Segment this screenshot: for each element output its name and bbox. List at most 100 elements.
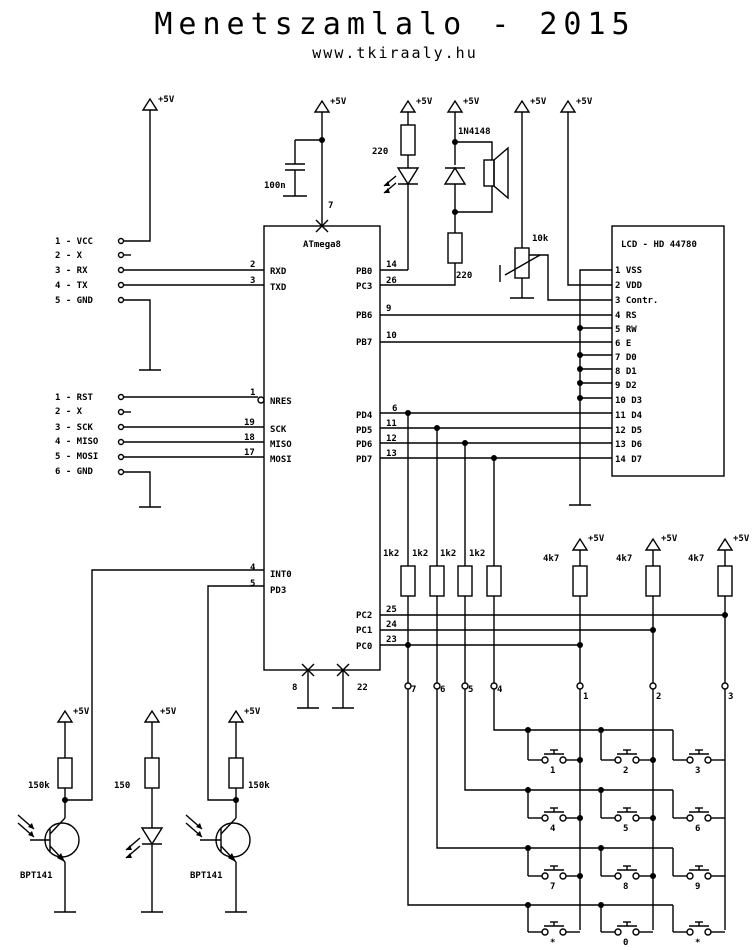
mcu-right-pins: PB0 14 PC3 26 PB6 9 PB7 10 PD4 6 PD5 11 … bbox=[356, 260, 397, 652]
phototransistor-right: +5V 150k BPT141 bbox=[185, 585, 270, 913]
key-label: 6 bbox=[695, 824, 700, 834]
row-label: 5 bbox=[468, 685, 473, 695]
supply-label: +5V bbox=[160, 707, 177, 717]
keypad-matrix bbox=[407, 689, 726, 932]
pin-num: 25 bbox=[386, 605, 397, 615]
row-res-label: 1k2 bbox=[412, 549, 428, 559]
pin-label: PD3 bbox=[270, 586, 286, 596]
speaker-icon bbox=[483, 159, 495, 187]
key-switch: 0 bbox=[601, 921, 653, 948]
header-pin: 1 - VCC bbox=[55, 237, 93, 247]
supply-arrow-icon bbox=[513, 99, 531, 113]
pin-num: 26 bbox=[386, 276, 397, 286]
website: www.tkiraaly.hu bbox=[312, 44, 477, 62]
lcd-pin: 13 D6 bbox=[615, 440, 642, 450]
header-pin: 5 - GND bbox=[55, 296, 94, 306]
lcd-pin: 8 D1 bbox=[615, 367, 637, 377]
column-resistors: 4k7 4k7 4k7 +5V +5V +5V 1 2 3 bbox=[380, 534, 750, 702]
lcd-module: LCD - HD 44780 1 VSS 2 VDD 3 Contr. 4 RS… bbox=[380, 97, 725, 506]
key-switch: * bbox=[528, 921, 580, 948]
supply-label: +5V bbox=[463, 97, 480, 107]
pin-num: 13 bbox=[386, 449, 397, 459]
header-pin: 6 - GND bbox=[55, 467, 94, 477]
lcd-pin: 4 RS bbox=[615, 311, 637, 321]
status-led-circuit: +5V 220 bbox=[372, 97, 433, 271]
pot-label: 10k bbox=[532, 234, 549, 244]
pin-label: MISO bbox=[270, 440, 292, 450]
pin-label: PD6 bbox=[356, 440, 372, 450]
lcd-pin: 14 D7 bbox=[615, 455, 642, 465]
cap-label: 100n bbox=[264, 181, 286, 191]
lcd-pin: 9 D2 bbox=[615, 381, 637, 391]
pin-label: PD5 bbox=[356, 426, 372, 436]
pin-num: 22 bbox=[357, 683, 368, 693]
key-switch: 7 bbox=[528, 865, 580, 892]
key-switch: 9 bbox=[673, 865, 725, 892]
key-label: 7 bbox=[550, 882, 555, 892]
pin-label: NRES bbox=[270, 397, 292, 407]
pin-num: 24 bbox=[386, 620, 397, 630]
key-label: 1 bbox=[550, 766, 555, 776]
col-res-label: 4k7 bbox=[543, 554, 559, 564]
row-label: 7 bbox=[411, 685, 416, 695]
row-resistors: 1k2 1k2 1k2 1k2 7 6 5 4 bbox=[383, 413, 503, 695]
pin-num: 3 bbox=[250, 276, 255, 286]
row-res-label: 1k2 bbox=[383, 549, 399, 559]
supply-arrow-icon bbox=[559, 99, 577, 113]
key-label: 0 bbox=[623, 938, 628, 948]
pin-label: PC0 bbox=[356, 642, 372, 652]
key-switch: 6 bbox=[673, 807, 725, 834]
pin-label: PD4 bbox=[356, 411, 373, 421]
schematic-title: Menetszamlalo - 2015 bbox=[154, 7, 635, 42]
key-label: 9 bbox=[695, 882, 700, 892]
supply-label: +5V bbox=[530, 97, 547, 107]
photo-res-label: 150k bbox=[28, 781, 50, 791]
supply-label: +5V bbox=[244, 707, 261, 717]
led-res-label: 220 bbox=[372, 147, 388, 157]
pin-num: 14 bbox=[386, 260, 397, 270]
supply-arrow-icon bbox=[227, 709, 245, 723]
key-switch: 2 bbox=[601, 749, 653, 776]
lcd-pin: 5 RW bbox=[615, 325, 637, 335]
lcd-pin: 1 VSS bbox=[615, 266, 642, 276]
pin-label: SCK bbox=[270, 425, 287, 435]
pin-num: 11 bbox=[386, 419, 397, 429]
photo-res-label: 150k bbox=[248, 781, 270, 791]
pin-label: PB0 bbox=[356, 267, 372, 277]
header-pin: 4 - TX bbox=[55, 281, 88, 291]
supply-label: +5V bbox=[416, 97, 433, 107]
supply-label: +5V bbox=[73, 707, 90, 717]
pin-label: RXD bbox=[270, 267, 287, 277]
supply-arrow-icon bbox=[399, 99, 417, 113]
pin-num: 19 bbox=[244, 418, 255, 428]
pin-num: 10 bbox=[386, 331, 397, 341]
supply-arrow-icon bbox=[313, 99, 331, 113]
pin-num: 5 bbox=[250, 579, 255, 589]
row-label: 6 bbox=[440, 685, 445, 695]
supply-arrow-icon bbox=[571, 537, 589, 551]
lcd-pin: 11 D4 bbox=[615, 411, 643, 421]
isp-header: 1 - RST 2 - X 3 - SCK 4 - MISO 5 - MOSI … bbox=[55, 393, 265, 508]
led2-res-label: 150 bbox=[114, 781, 130, 791]
pin-label: PC3 bbox=[356, 282, 372, 292]
pin-num: 1 bbox=[250, 388, 255, 398]
pin-label: PB7 bbox=[356, 338, 372, 348]
pin-num: 7 bbox=[328, 201, 333, 211]
key-switch: 8 bbox=[601, 865, 653, 892]
col-label: 1 bbox=[583, 692, 588, 702]
supply-label: +5V bbox=[330, 97, 347, 107]
pin-num: 12 bbox=[386, 434, 397, 444]
key-label: * bbox=[550, 938, 555, 948]
supply-arrow-icon bbox=[716, 537, 734, 551]
header-pin: 3 - RX bbox=[55, 266, 88, 276]
row-res-label: 1k2 bbox=[469, 549, 485, 559]
key-label: 8 bbox=[623, 882, 628, 892]
pin-num: 4 bbox=[250, 563, 256, 573]
phototransistor-left: +5V 150k BPT141 bbox=[17, 569, 264, 913]
key-switch: 4 bbox=[528, 807, 580, 834]
indicator-led: +5V 150 bbox=[114, 707, 177, 913]
key-label: 4 bbox=[550, 824, 556, 834]
pin-label: MOSI bbox=[270, 455, 292, 465]
supply-label: +5V bbox=[661, 534, 678, 544]
